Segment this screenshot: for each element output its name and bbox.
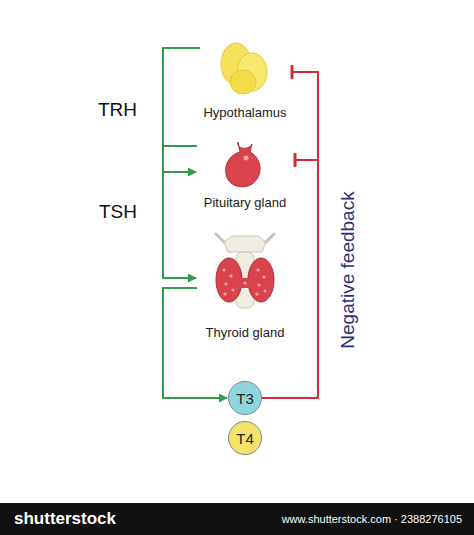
- organ-name: Pituitary gland: [204, 195, 286, 210]
- feedback-label: Negative feedback: [337, 191, 359, 348]
- hormone-label: TRH: [98, 99, 137, 121]
- hormone-label: TSH: [99, 201, 137, 223]
- inhibition-line: [262, 72, 318, 398]
- hormone-name: T4: [236, 430, 254, 447]
- stimulation-arrow: [163, 288, 227, 398]
- watermark-logo: shutterstock: [14, 509, 116, 529]
- organ-name: Thyroid gland: [206, 325, 285, 340]
- hypothalamus-icon: [221, 43, 267, 94]
- thyroid-icon: [216, 234, 274, 308]
- thyroid-node: Thyroid gland: [197, 232, 293, 340]
- stimulation-arrow: [163, 48, 200, 172]
- hormone-circle: T3: [228, 381, 262, 415]
- watermark-bar: [0, 503, 474, 535]
- watermark-id: www.shutterstock.com · 2388276105: [282, 513, 462, 525]
- hormone-name: T3: [236, 390, 254, 407]
- pituitary-node: Pituitary gland: [197, 138, 293, 210]
- hypothalamus-node: Hypothalamus: [200, 38, 290, 120]
- inhibition-line: [262, 160, 318, 398]
- organ-name: Hypothalamus: [203, 105, 286, 120]
- pituitary-icon: [226, 142, 260, 187]
- stimulation-arrow: [163, 146, 197, 278]
- hormone-circle: T4: [228, 421, 262, 455]
